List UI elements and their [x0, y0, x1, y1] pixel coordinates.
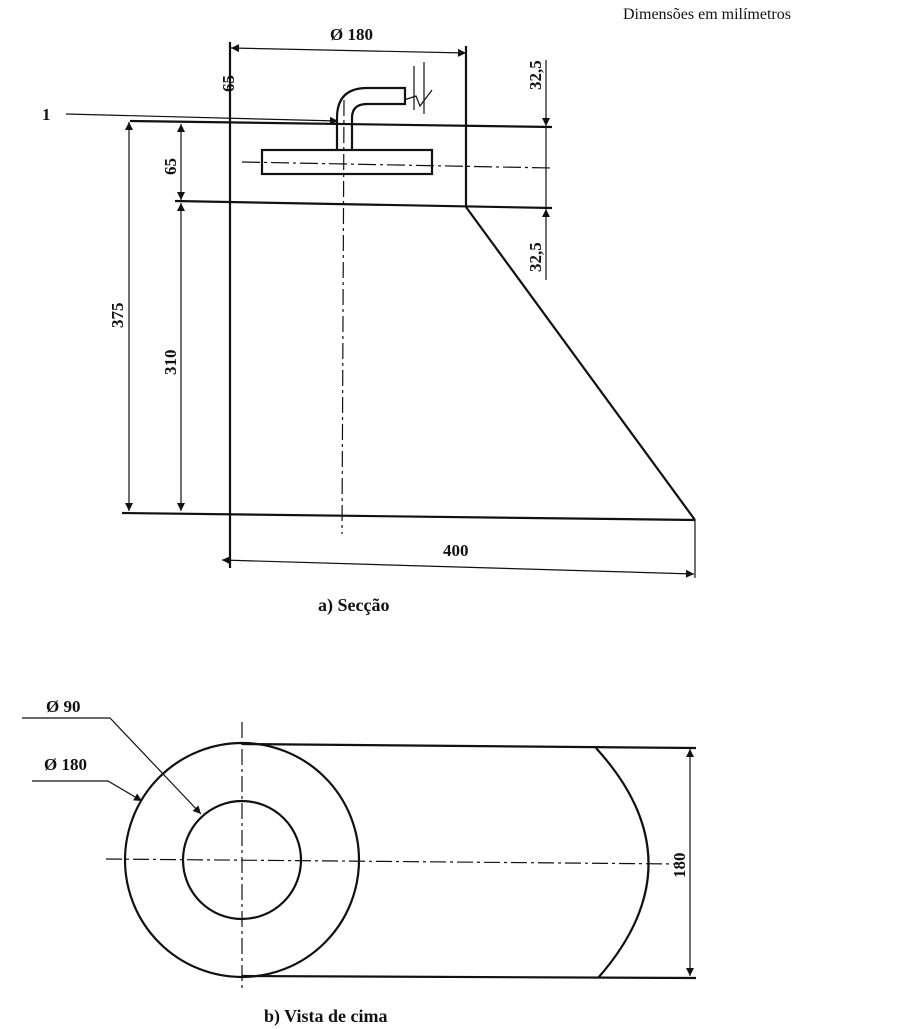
distribution-pipe [260, 148, 434, 176]
top-view-horizontal-axis [105, 858, 681, 865]
dim-diameter-top: Ø 180 [330, 25, 373, 44]
section-centerline [341, 99, 345, 535]
inner-diameter-leader [22, 717, 202, 815]
dim-32-5-top: 32,5 [526, 60, 545, 90]
dim-outer-diameter: Ø 180 [44, 755, 87, 774]
units-note: Dimensões em milímetros [623, 6, 791, 23]
top-view-top-line [241, 742, 697, 750]
callout-1-leader [65, 113, 339, 125]
top-view-arc [595, 747, 650, 979]
dim-line-400 [221, 556, 695, 578]
dim-line-diameter-top [230, 44, 467, 57]
section-cone-top-line [174, 199, 553, 210]
dim-65-top: 65 [219, 75, 238, 92]
top-view: Ø 90 Ø 180 180 b) Vista de cima [22, 697, 697, 1027]
section-view: Ø 180 65 1 32,5 32,5 375 65 310 400 a) S… [42, 25, 696, 616]
tube-break-mark [403, 62, 433, 114]
outer-diameter-leader [32, 780, 143, 802]
section-top-line [129, 119, 553, 129]
dim-375: 375 [108, 303, 127, 329]
top-view-caption: b) Vista de cima [264, 1006, 388, 1027]
distribution-pipe-axis [241, 161, 553, 169]
nozzle-tube [335, 86, 407, 150]
dim-310: 310 [161, 350, 180, 376]
dim-180: 180 [670, 853, 689, 879]
top-view-bottom-line [241, 974, 697, 980]
dim-inner-diameter: Ø 90 [46, 697, 80, 716]
callout-1: 1 [42, 105, 51, 124]
dim-65-left: 65 [161, 158, 180, 175]
dim-400: 400 [443, 541, 469, 560]
section-bottom-line [121, 511, 696, 522]
dim-32-5-bottom: 32,5 [526, 242, 545, 272]
section-caption: a) Secção [318, 595, 389, 616]
section-cone-slope [465, 206, 696, 521]
